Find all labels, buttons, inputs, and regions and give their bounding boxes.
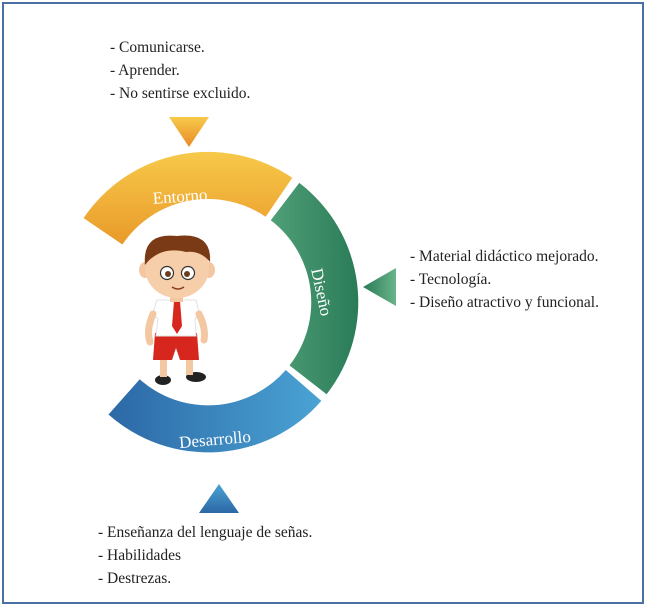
list-item: - Destrezas. — [98, 570, 172, 587]
segment-desarrollo — [108, 370, 322, 453]
segment-label-entorno: Entorno — [152, 185, 208, 208]
pointer-triangle-right — [363, 268, 396, 306]
boy-character-illustration — [139, 235, 215, 385]
list-item: - Material didáctico mejorado. — [410, 248, 599, 265]
segment-diseno — [270, 182, 359, 395]
list-item: - No sentirse excluido. — [110, 85, 251, 102]
list-diseno: - Material didáctico mejorado. - Tecnolo… — [410, 245, 599, 314]
pointer-triangle-top — [169, 117, 209, 147]
list-item: - Diseño atractivo y funcional. — [410, 294, 599, 311]
list-item: - Enseñanza del lenguaje de señas. — [98, 524, 313, 541]
segment-entorno — [83, 151, 293, 245]
list-entorno: - Comunicarse. - Aprender. - No sentirse… — [110, 36, 250, 105]
list-item: - Habilidades — [98, 547, 182, 564]
list-item: - Comunicarse. — [110, 39, 205, 56]
list-item: - Aprender. — [110, 62, 180, 79]
list-desarrollo: - Enseñanza del lenguaje de señas. - Hab… — [98, 521, 312, 590]
list-item: - Tecnología. — [410, 271, 492, 288]
pointer-triangle-bottom — [199, 484, 239, 513]
